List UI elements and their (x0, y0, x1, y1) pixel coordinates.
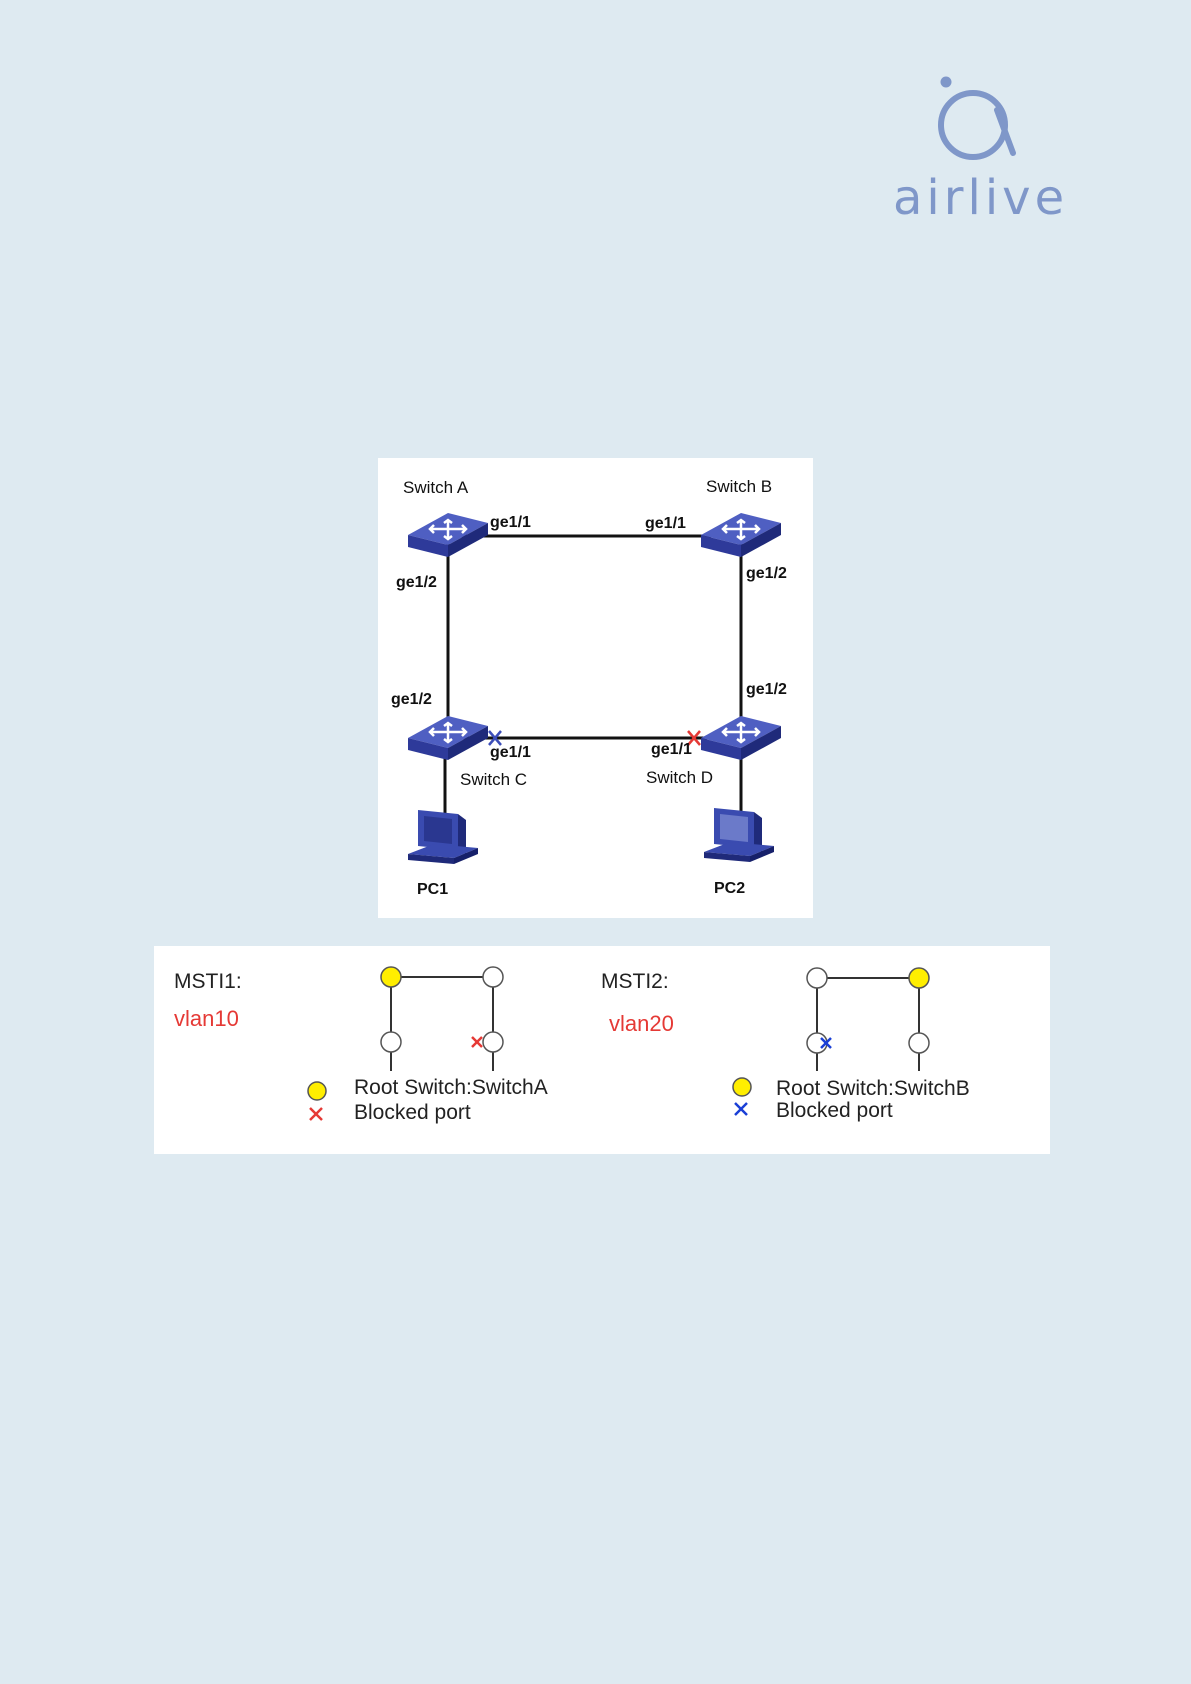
switch-b-icon (701, 513, 781, 557)
msti2-root-label: Root Switch:SwitchB (776, 1077, 970, 1101)
msti1-node-d (483, 1032, 503, 1052)
msti1-blocked-label: Blocked port (354, 1101, 471, 1125)
pc1-icon (408, 810, 478, 864)
port-a-ge1-2: ge1/2 (396, 574, 437, 592)
port-d-ge1-2: ge1/2 (746, 681, 787, 699)
msti1-node-b (483, 967, 503, 987)
msti2-vlan: vlan20 (609, 1011, 674, 1037)
pc2-icon (704, 808, 774, 862)
switch-a-label: Switch A (403, 478, 468, 498)
msti2-node-a (807, 968, 827, 988)
port-b-ge1-2: ge1/2 (746, 565, 787, 583)
msti2-title: MSTI2: (601, 970, 669, 994)
msti1-legend-blocked-icon (310, 1108, 322, 1120)
msti1-title: MSTI1: (174, 970, 242, 994)
port-d-ge1-1: ge1/1 (651, 741, 692, 759)
port-c-ge1-2: ge1/2 (391, 691, 432, 709)
pc2-label: PC2 (714, 880, 745, 898)
msti1-blocked-marker (472, 1037, 482, 1047)
msti2-legend-blocked-icon (735, 1103, 747, 1115)
msti2-blocked-label: Blocked port (776, 1099, 893, 1123)
msti1-root-label: Root Switch:SwitchA (354, 1076, 548, 1100)
switch-b-label: Switch B (706, 477, 772, 497)
msti-legend-diagram: MSTI1: vlan10 Root Switch:SwitchA Blocke… (154, 946, 1050, 1154)
switch-c-icon (408, 716, 488, 760)
switch-a-icon (408, 513, 488, 557)
msti1-legend-root-icon (308, 1082, 326, 1100)
switch-d-icon (701, 716, 781, 760)
network-topology-diagram: Switch A Switch B Switch C Switch D ge1/… (378, 458, 813, 918)
msti1-root-node (381, 967, 401, 987)
msti1-node-c (381, 1032, 401, 1052)
port-a-ge1-1: ge1/1 (490, 514, 531, 532)
airlive-logo: airlive (893, 70, 1083, 230)
port-b-ge1-1: ge1/1 (645, 515, 686, 533)
msti2-root-node (909, 968, 929, 988)
msti2-legend-root-icon (733, 1078, 751, 1096)
logo-text: airlive (893, 170, 1083, 226)
logo-mark (893, 70, 1083, 180)
switch-d-label: Switch D (646, 768, 713, 788)
pc1-label: PC1 (417, 881, 448, 899)
msti1-vlan: vlan10 (174, 1006, 239, 1032)
msti2-node-d (909, 1033, 929, 1053)
msti2-node-c (807, 1033, 827, 1053)
switch-c-label: Switch C (460, 770, 527, 790)
port-c-ge1-1: ge1/1 (490, 744, 531, 762)
